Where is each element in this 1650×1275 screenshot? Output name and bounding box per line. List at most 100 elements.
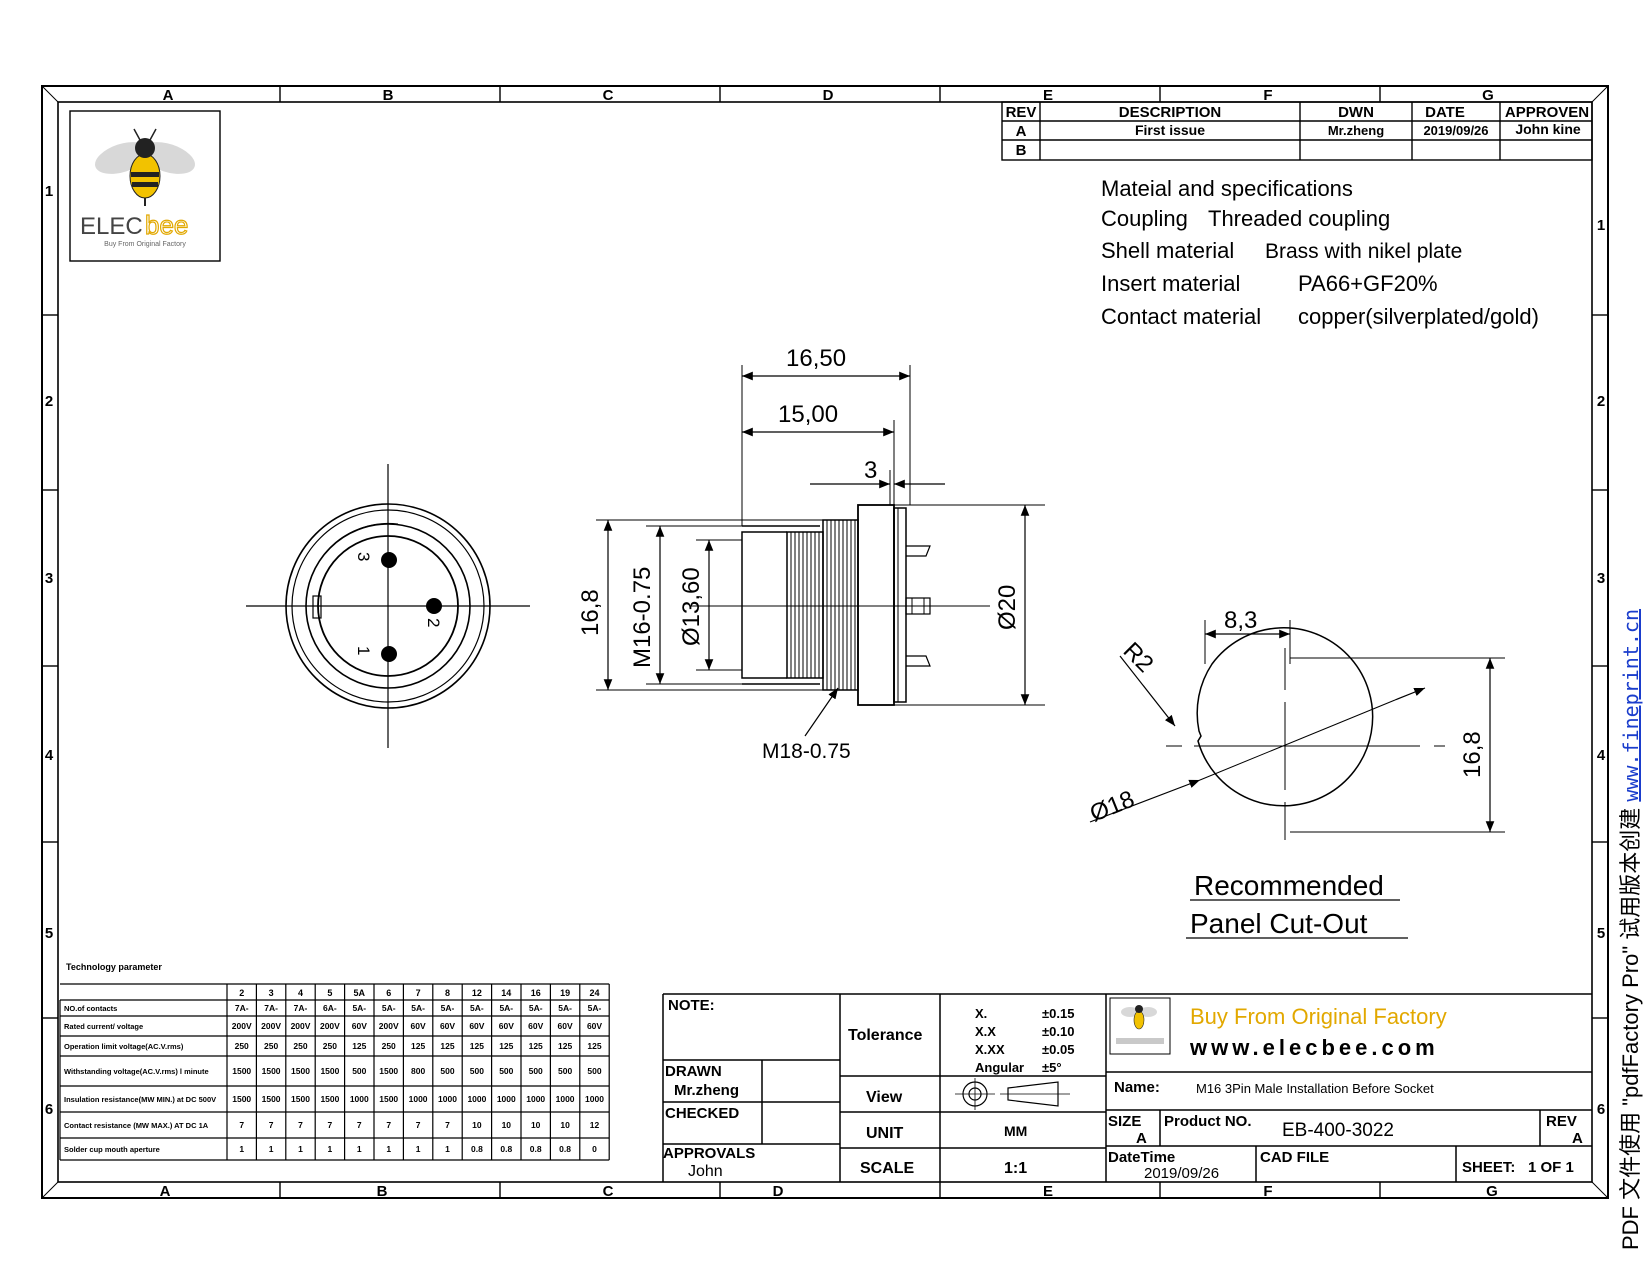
dim-flange: 3 — [864, 457, 877, 484]
tolerance-key-xxx: X.XX — [975, 1042, 1005, 1057]
tech-row-label: Rated current/ voltage — [64, 1022, 143, 1031]
tech-header-cell: 5A — [354, 988, 366, 998]
name-label: Name: — [1114, 1079, 1160, 1096]
dim-inner-thread: M16-0.75 — [629, 567, 656, 668]
tech-header-cell: 2 — [239, 988, 244, 998]
tech-cell: 250 — [382, 1041, 396, 1051]
dim-cutout-height: 16,8 — [1459, 731, 1486, 778]
tech-cell: 1500 — [320, 1066, 339, 1076]
datetime-label: DateTime — [1108, 1149, 1175, 1166]
tech-cell: 1.5 — [295, 0, 307, 2]
tech-cell: 1 — [386, 1144, 391, 1154]
tech-cell: 1.5 — [265, 0, 277, 2]
tech-cell: 1 — [475, 0, 480, 2]
row-label-right-3: 3 — [1597, 570, 1605, 587]
tech-header-cell: 12 — [472, 988, 482, 998]
col-label-bottom-c: C — [603, 1183, 614, 1200]
tech-cell: 10 — [560, 1120, 570, 1130]
watermark-link[interactable]: www.fineprint.cn — [1619, 609, 1643, 802]
tech-cell: 7A- — [294, 1003, 308, 1013]
dim-outer-diameter: Ø20 — [994, 585, 1021, 630]
tech-cell: 125 — [529, 1041, 543, 1051]
row-label-left-5: 5 — [45, 925, 53, 942]
revision-table: REV DESCRIPTION DWN DATE APPROVEN A Firs… — [1001, 101, 1593, 161]
tech-header-cell: 8 — [445, 988, 450, 998]
tech-cell: 125 — [587, 1041, 601, 1051]
tech-cell: 1 — [298, 1144, 303, 1154]
spec-insert-label: Insert material — [1101, 271, 1240, 296]
cutout-caption-line-2: Panel Cut-Out — [1190, 908, 1368, 939]
logo-brand-suffix: bee — [145, 210, 188, 240]
cad-file-label: CAD FILE — [1260, 1149, 1329, 1166]
col-label-top-a: A — [163, 87, 174, 104]
tech-cell: 60V — [440, 1021, 455, 1031]
tech-cell: 5A- — [588, 1003, 602, 1013]
tech-cell: 1000 — [409, 1094, 428, 1104]
row-label-right-2: 2 — [1597, 393, 1605, 410]
pin-label-1: 1 — [354, 646, 373, 655]
tech-cell: 1 — [504, 0, 509, 2]
rev-header-dwn: DWN — [1338, 104, 1374, 121]
col-label-bottom-d: D — [773, 1183, 784, 1200]
tech-cell: 5A- — [558, 1003, 572, 1013]
cutout-dimensions: 8,3 R2 Ø18 16,8 Recommended Panel Cut-Ou… — [1086, 607, 1486, 939]
sheet-label: SHEET: — [1462, 1159, 1515, 1176]
tech-cell: 250 — [264, 1041, 278, 1051]
tech-cell: 60V — [499, 1021, 514, 1031]
tech-row-label: Operation limit voltage(AC.V.rms) — [64, 1042, 184, 1051]
tolerance-key-angular: Angular — [975, 1060, 1024, 1075]
tech-cell: 500 — [529, 1066, 543, 1076]
tech-cell: 1500 — [379, 1094, 398, 1104]
spec-contact-label: Contact material — [1101, 304, 1261, 329]
tech-cell: 1 — [533, 0, 538, 2]
tech-cell: 12 — [590, 1120, 600, 1130]
row-label-right-6: 6 — [1597, 1101, 1605, 1118]
rev-row-a-approven: John kine — [1515, 121, 1581, 137]
tech-cell: 1 — [239, 1144, 244, 1154]
dim-cutout-diameter: Ø18 — [1086, 786, 1138, 828]
tech-header-cell: 19 — [560, 988, 570, 998]
approved-by: John — [688, 1163, 723, 1180]
rev-row-a-dwn: Mr.zheng — [1328, 123, 1384, 138]
tech-header-cell: 4 — [298, 988, 303, 998]
approvals-label: APPROVALS — [663, 1145, 755, 1162]
title-block: NOTE: DRAWN Mr.zheng CHECKED APPROVALS J… — [662, 993, 1592, 1182]
tolerance-key-x: X. — [975, 1006, 987, 1021]
col-label-top-e: E — [1043, 87, 1053, 104]
tech-cell: 7 — [416, 1120, 421, 1130]
drawn-label: DRAWN — [665, 1063, 722, 1080]
tech-row-label: Insulation resistance(MW MIN.) at DC 500… — [64, 1095, 216, 1104]
row-label-right-4: 4 — [1597, 747, 1606, 764]
col-label-top-d: D — [823, 87, 834, 104]
tolerance-val-x: ±0.15 — [1042, 1006, 1074, 1021]
dim-outer-thread: M18-0.75 — [762, 740, 851, 763]
tech-row-label: Contact resistance (MW MAX.) AT DC 1A — [64, 1121, 209, 1130]
tech-cell: 1000 — [526, 1094, 545, 1104]
dim-cutout-flat-width: 8,3 — [1224, 607, 1257, 634]
rev-header-approven: APPROVEN — [1505, 104, 1589, 121]
tech-cell: 200V — [320, 1021, 340, 1031]
tech-cell: 1 — [269, 1144, 274, 1154]
row-label-left-1: 1 — [45, 183, 53, 200]
col-label-top-g: G — [1482, 87, 1494, 104]
name-value: M16 3Pin Male Installation Before Socket — [1196, 1081, 1434, 1096]
row-label-right-5: 5 — [1597, 925, 1605, 942]
tech-header-cell: 3 — [269, 988, 274, 998]
pin-label-2: 2 — [424, 618, 443, 627]
row-label-left-6: 6 — [45, 1101, 53, 1118]
pdf-watermark: PDF 文件使用 "pdfFactory Pro" 试用版本创建 www.fin… — [1618, 609, 1643, 1250]
rev-row-b-rev: B — [1016, 142, 1027, 159]
tech-cell: 1.5 — [236, 0, 248, 2]
tech-cell: 7A- — [235, 1003, 249, 1013]
tech-cell: 7A- — [264, 1003, 278, 1013]
row-label-left-3: 3 — [45, 570, 53, 587]
rev-header-description: DESCRIPTION — [1119, 104, 1222, 121]
row-label-left-4: 4 — [45, 747, 54, 764]
tech-cell: 200V — [261, 1021, 281, 1031]
rev-value: A — [1572, 1130, 1583, 1147]
tech-cell: 500 — [440, 1066, 454, 1076]
rev-row-a-rev: A — [1016, 123, 1027, 140]
tech-cell: 1000 — [585, 1094, 604, 1104]
